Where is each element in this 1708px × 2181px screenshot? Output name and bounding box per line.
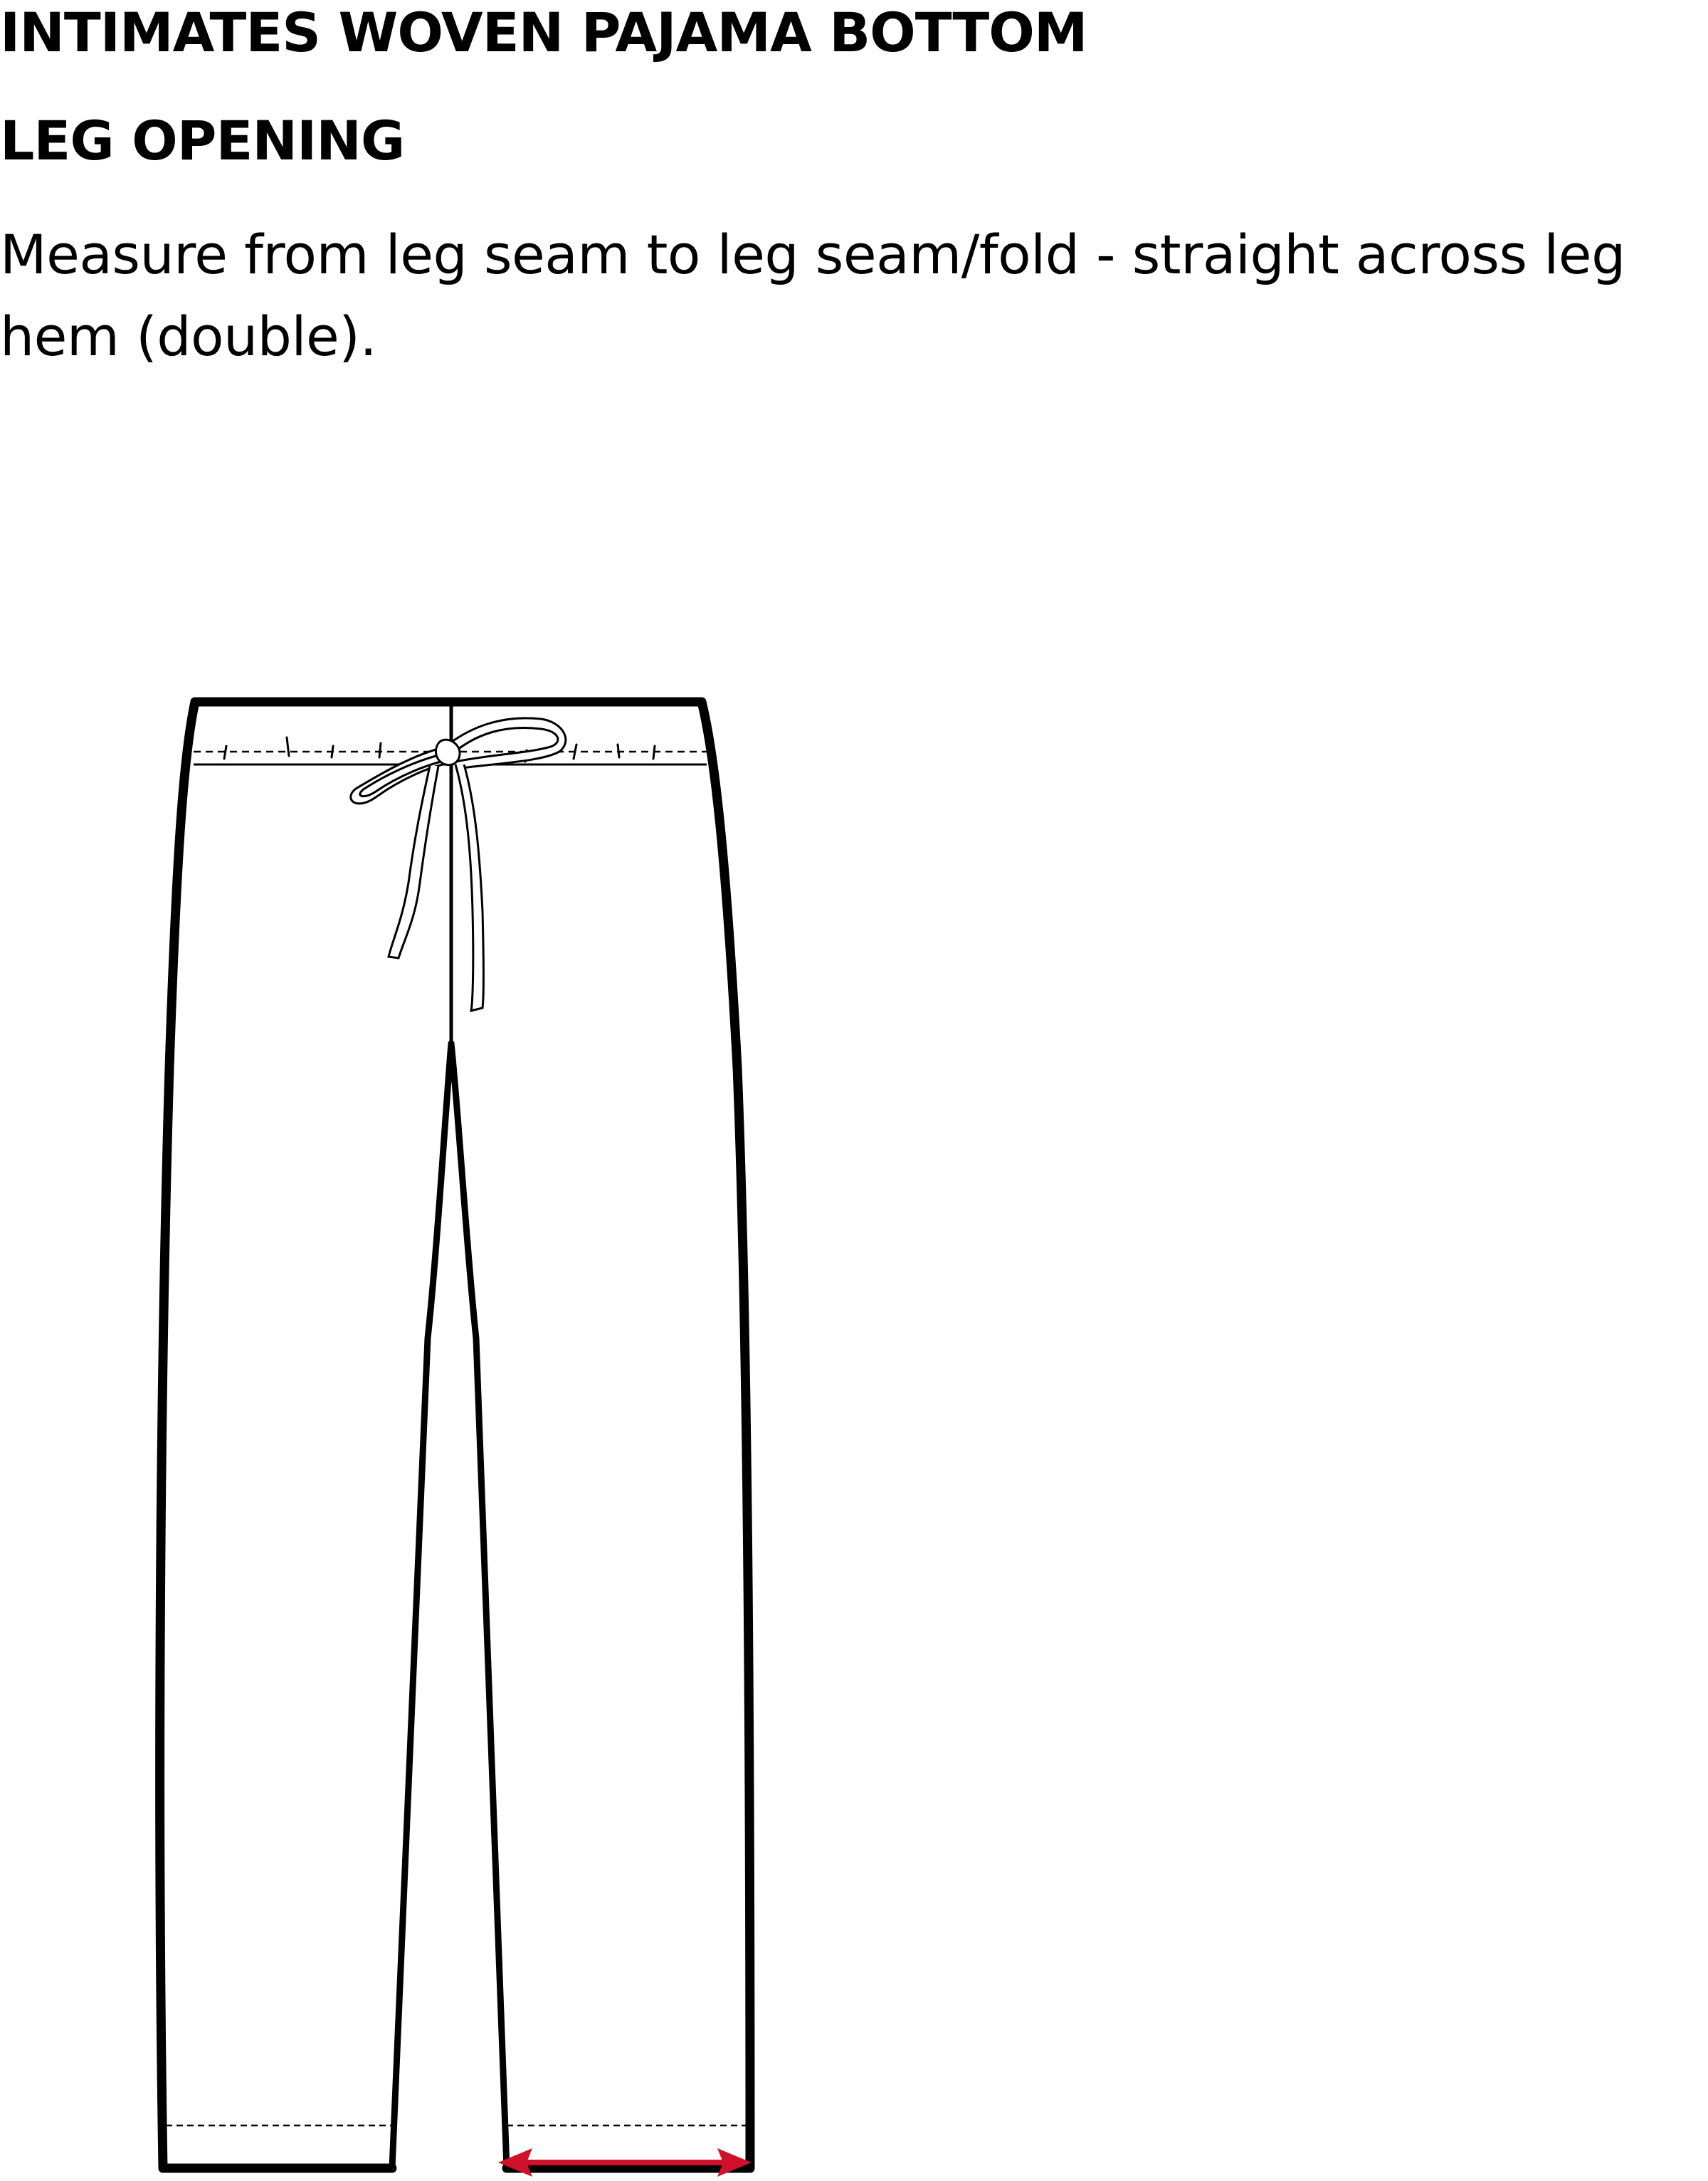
- drawstring-right-tail: [454, 764, 485, 1013]
- leg-opening-measurement-arrow: [498, 2148, 752, 2177]
- drawstring-left-loop: [349, 746, 450, 805]
- drawstring-right-loop: [442, 717, 567, 770]
- waistband-shirring-ticks: [223, 736, 656, 763]
- page-title: INTIMATES WOVEN PAJAMA BOTTOM: [0, 1, 1087, 64]
- measurement-instruction: Measure from leg seam to leg seam/fold -…: [0, 223, 1625, 368]
- drawstring-knot: [434, 738, 461, 767]
- right-outseam: [697, 697, 755, 2173]
- measurement-heading: LEG OPENING: [0, 109, 405, 172]
- right-inseam: [448, 1040, 510, 2172]
- left-inseam: [389, 1040, 455, 2172]
- left-outseam: [155, 697, 200, 2173]
- drawstring-left-tail: [387, 765, 440, 960]
